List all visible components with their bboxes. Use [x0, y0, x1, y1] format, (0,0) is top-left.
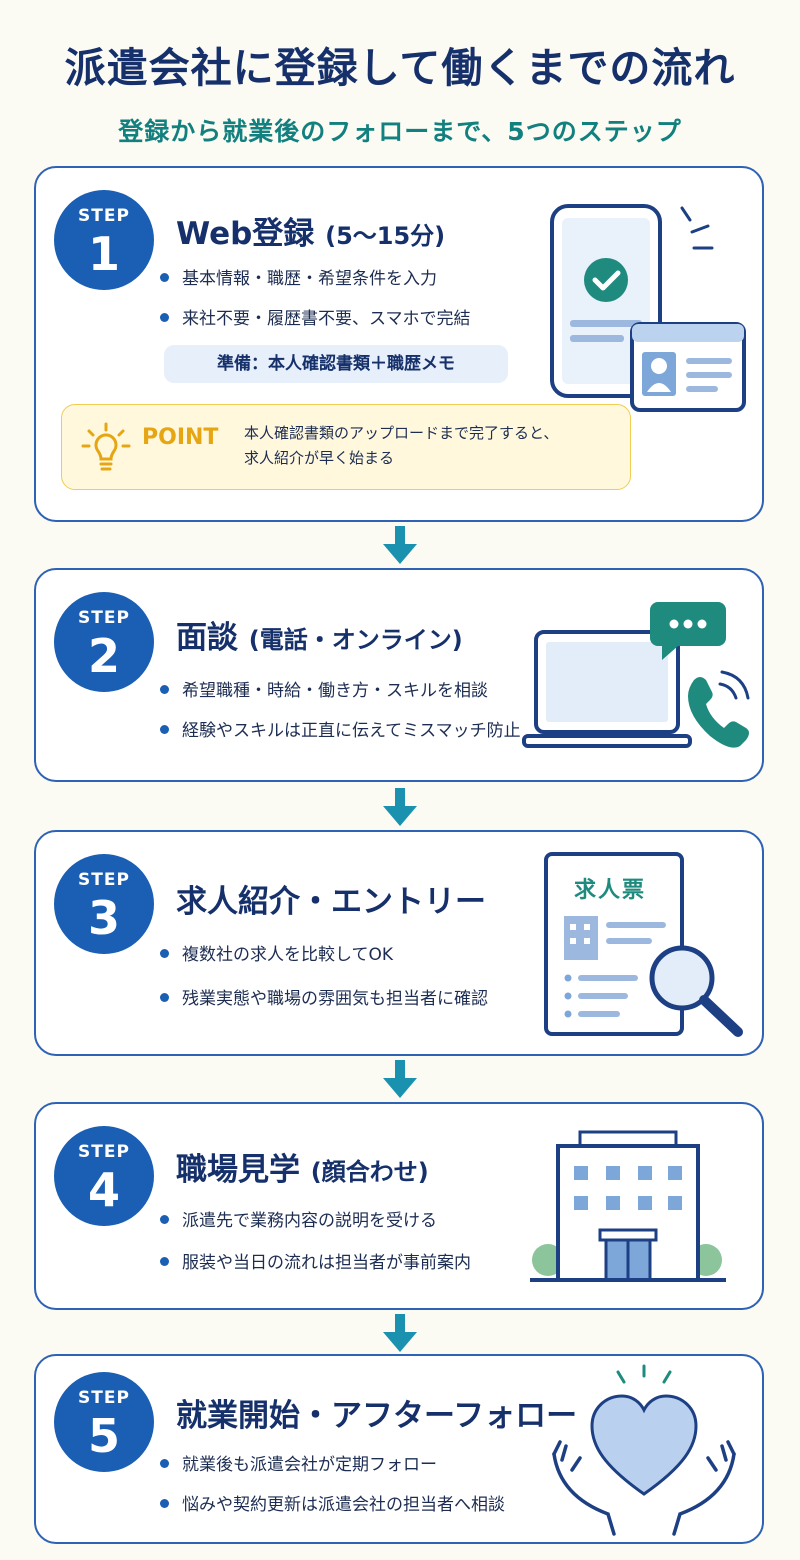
step-4-card: STEP 4 職場見学 (顔合わせ) 派遣先で業務内容の説明を受ける 服装や当日… — [34, 1102, 764, 1310]
id-card-icon — [630, 322, 746, 412]
step-bullet: 来社不要・履歴書不要、スマホで完結 — [160, 304, 471, 329]
step-bullet: 残業実態や職場の雰囲気も担当者に確認 — [160, 984, 488, 1009]
prep-box: 準備：本人確認書類＋職歴メモ — [164, 345, 508, 383]
arrow-down-icon — [383, 788, 417, 826]
chat-bubble-icon — [650, 602, 726, 660]
arrow-down-icon — [383, 1314, 417, 1352]
step-bullet: 服装や当日の流れは担当者が事前案内 — [160, 1248, 471, 1273]
point-label: POINT — [142, 425, 219, 450]
page-subtitle: 登録から就業後のフォローまで、5つのステップ — [118, 117, 682, 146]
step-number: 1 — [87, 227, 120, 281]
step-heading-main: Web登録 — [176, 216, 315, 252]
arrow-down-icon — [383, 526, 417, 564]
step-5-card: STEP 5 就業開始・アフターフォロー 就業後も派遣会社が定期フォロー 悩みや… — [34, 1354, 764, 1544]
step-1-card: STEP 1 Web登録 (5〜15分) 基本情報・職歴・希望条件を入力 来社不… — [34, 166, 764, 522]
page-title: 派遣会社に登録して働くまでの流れ — [64, 44, 736, 92]
job-document-label: 求人票 — [574, 878, 647, 903]
step-bullet: 経験やスキルは正直に伝えてミスマッチ防止 — [160, 716, 521, 741]
point-text: 本人確認書類のアップロードまで完了すると、 求人紹介が早く始まる — [244, 424, 559, 467]
step-heading-paren: (5〜15分) — [325, 222, 446, 250]
step-heading: 求人紹介・エントリー — [176, 876, 486, 921]
step-label: STEP — [78, 1142, 130, 1162]
step-5-badge: STEP 5 — [54, 1372, 154, 1472]
point-box: POINT 本人確認書類のアップロードまで完了すると、 求人紹介が早く始まる — [61, 404, 631, 490]
laptop-icon — [522, 630, 692, 748]
step-bullet: 就業後も派遣会社が定期フォロー — [160, 1450, 437, 1475]
step-heading-main: 面談 — [176, 620, 238, 656]
arrow-down-icon — [383, 1060, 417, 1098]
step-number: 4 — [87, 1163, 120, 1217]
lightbulb-icon — [81, 422, 131, 471]
step-2-card: STEP 2 面談 (電話・オンライン) 希望職種・時給・働き方・スキルを相談 … — [34, 568, 764, 782]
step-heading: 職場見学 (顔合わせ) — [176, 1144, 429, 1189]
phone-icon — [688, 670, 750, 748]
step-2-badge: STEP 2 — [54, 592, 154, 692]
step-heading: 面談 (電話・オンライン) — [176, 612, 463, 657]
step-bullet: 派遣先で業務内容の説明を受ける — [160, 1206, 437, 1231]
step-heading-paren: (電話・オンライン) — [248, 626, 463, 654]
step-label: STEP — [78, 1388, 130, 1408]
step-number: 3 — [87, 891, 120, 945]
step-heading: Web登録 (5〜15分) — [176, 208, 445, 253]
step-bullet: 複数社の求人を比較してOK — [160, 940, 393, 965]
step-label: STEP — [78, 870, 130, 890]
step-label: STEP — [78, 206, 130, 226]
step-3-badge: STEP 3 — [54, 854, 154, 954]
step-label: STEP — [78, 608, 130, 628]
step-heading-main: 職場見学 — [176, 1152, 300, 1188]
step-heading: 就業開始・アフターフォロー — [176, 1390, 577, 1435]
step-4-badge: STEP 4 — [54, 1126, 154, 1226]
step-1-badge: STEP 1 — [54, 190, 154, 290]
step-bullet: 基本情報・職歴・希望条件を入力 — [160, 264, 437, 289]
step-bullet: 悩みや契約更新は派遣会社の担当者へ相談 — [160, 1490, 505, 1515]
step-number: 5 — [87, 1409, 120, 1463]
step-bullet: 希望職種・時給・働き方・スキルを相談 — [160, 676, 488, 701]
job-document-icon — [544, 852, 684, 1036]
step-heading-main: 求人紹介・エントリー — [176, 884, 486, 920]
magnifier-icon — [649, 945, 743, 1037]
step-number: 2 — [87, 629, 120, 683]
heart-hands-icon — [552, 1364, 736, 1536]
step-heading-paren: (顔合わせ) — [310, 1158, 429, 1186]
step-heading-main: 就業開始・アフターフォロー — [176, 1398, 578, 1434]
step-3-card: STEP 3 求人紹介・エントリー 複数社の求人を比較してOK 残業実態や職場の… — [34, 830, 764, 1056]
smartphone-check-icon — [550, 204, 714, 398]
office-building-icon — [530, 1130, 726, 1282]
